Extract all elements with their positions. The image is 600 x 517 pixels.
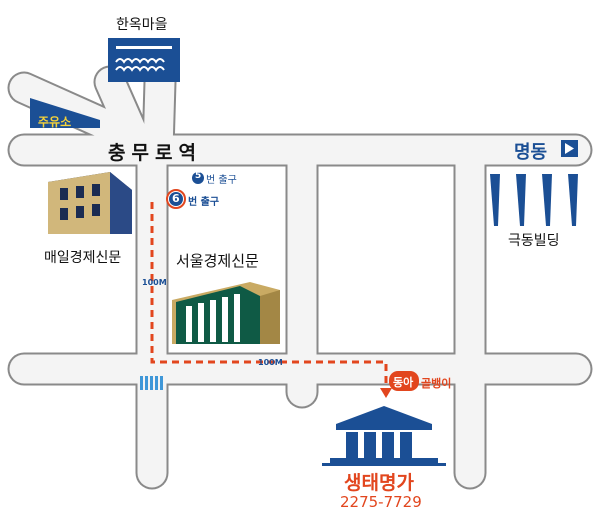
seoul-building-icon	[172, 282, 280, 344]
exit-6-label: 번 출구	[188, 197, 220, 208]
shop-label: 골뱅이	[421, 377, 452, 390]
theater-building-icon	[490, 174, 578, 226]
exit-5-label: 번 출구	[206, 175, 237, 186]
road-fill	[9, 67, 591, 488]
direction-arrow-icon	[561, 140, 578, 157]
hanok-label: 한옥마을	[116, 17, 168, 33]
exit-5-number: 5	[195, 171, 202, 181]
shop-badge: 동아	[393, 376, 414, 389]
distance-label-vertical: 100M	[142, 278, 167, 287]
exit-6-marker	[166, 189, 186, 209]
seoul-label: 서울경제신문	[176, 252, 259, 270]
hanok-village-icon	[108, 38, 180, 82]
station-label: 충무로역	[108, 142, 202, 164]
gas-station-sign	[30, 98, 100, 128]
shop-badge-shape	[389, 371, 419, 391]
maeil-building-icon	[48, 172, 132, 234]
destination-name: 생태명가	[344, 472, 414, 494]
destination-phone: 2275-7729	[340, 493, 422, 511]
distance-label-horizontal: 100M	[258, 358, 283, 367]
direction-label: 명동	[514, 142, 548, 163]
gas-station-label: 주유소	[38, 115, 72, 129]
walking-route	[150, 202, 388, 390]
exit-5-marker	[192, 172, 204, 184]
route-arrow	[380, 388, 392, 398]
maeil-label: 매일경제신문	[44, 250, 122, 266]
theater-label: 극동빌딩	[508, 233, 560, 249]
exit-6-number: 6	[172, 192, 180, 205]
destination-building-icon	[322, 406, 446, 466]
crosswalk	[140, 376, 163, 390]
